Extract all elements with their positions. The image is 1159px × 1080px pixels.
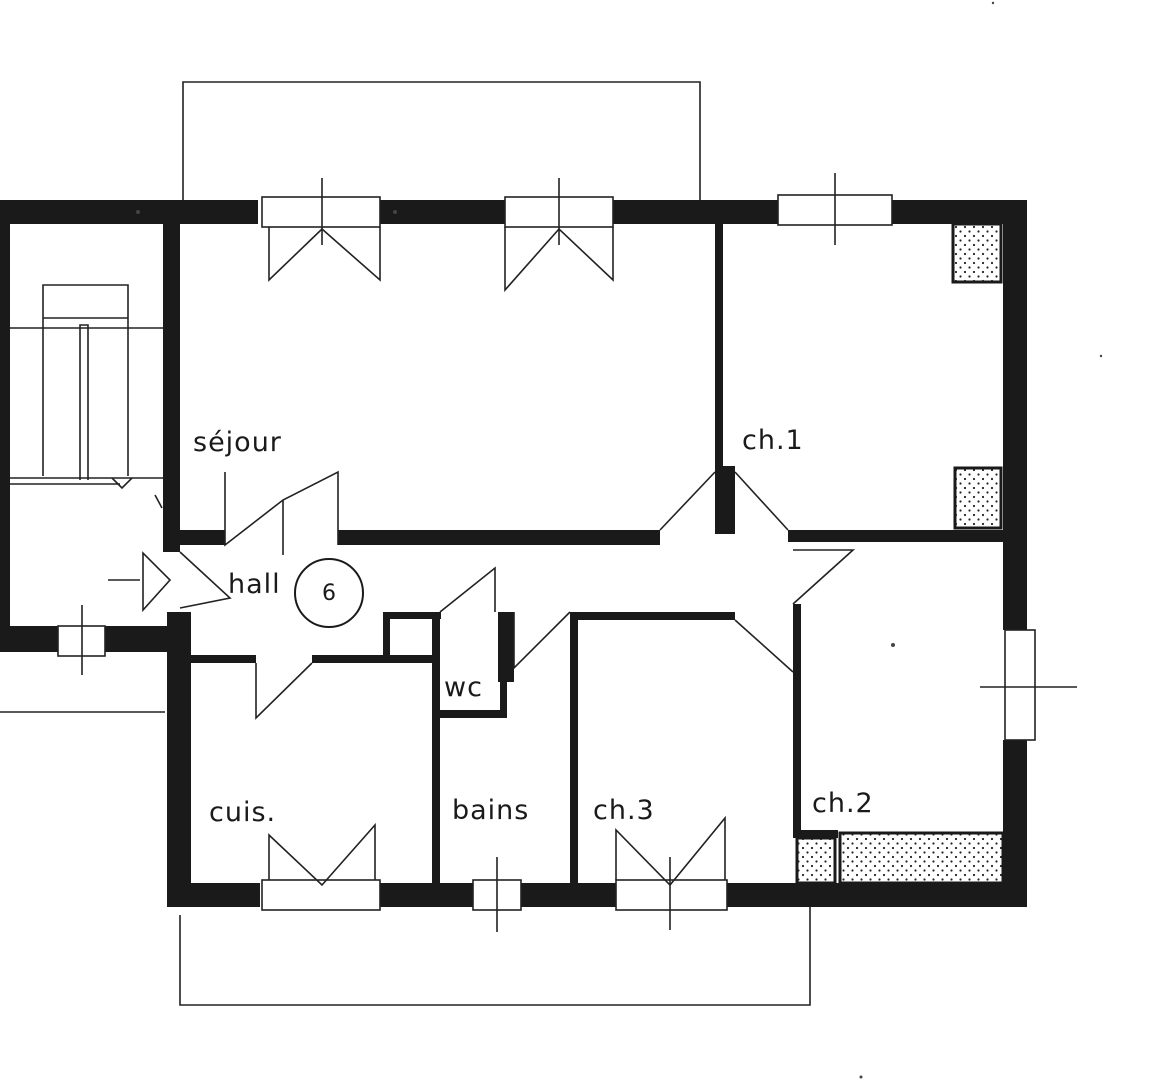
room-label-sejour: séjour [193,427,282,458]
outline-lines [0,81,811,1006]
room-label-bains: bains [452,795,530,826]
room-label-ch2: ch.2 [812,788,874,819]
room-label-ch3: ch.3 [593,795,655,826]
room-label-ch1: ch.1 [742,425,804,456]
room-label-hall: hall [228,569,281,600]
windows [57,173,1077,932]
door-swings [108,227,856,887]
stair-well [8,284,165,509]
room-label-cuis: cuis. [209,797,277,828]
unit-number-badge: 6 [294,558,364,628]
room-label-wc: wc [444,672,483,703]
walls [0,200,1027,907]
specks [136,1,1103,1079]
cupboards [795,222,1005,885]
